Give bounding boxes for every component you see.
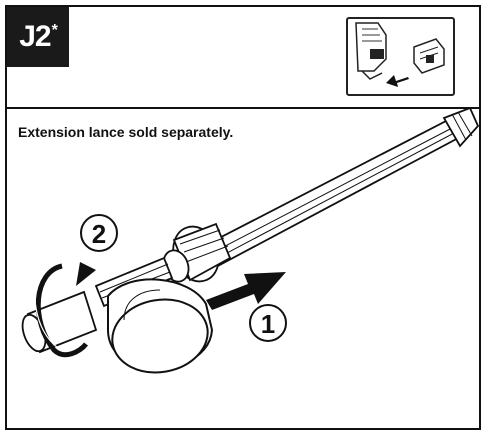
callout-1: 1 <box>249 304 287 342</box>
push-arrow-icon <box>206 272 286 310</box>
attach-accessory-icon <box>346 17 455 96</box>
caption-text: Extension lance sold separately. <box>18 124 234 140</box>
spray-head <box>107 278 214 374</box>
panel-header: J2* <box>7 7 479 109</box>
callout-2: 2 <box>80 214 118 252</box>
step-badge: J2* <box>7 7 69 67</box>
callout-2-label: 2 <box>92 219 106 249</box>
step-mark: * <box>51 22 58 39</box>
rotate-arrow-icon <box>34 262 96 358</box>
callout-1-label: 1 <box>261 309 275 339</box>
instruction-panel: J2* Extension lance sold separately. <box>5 5 481 430</box>
extension-lance <box>194 106 480 270</box>
lance-coupling <box>162 222 232 283</box>
step-label: J2 <box>19 20 51 53</box>
